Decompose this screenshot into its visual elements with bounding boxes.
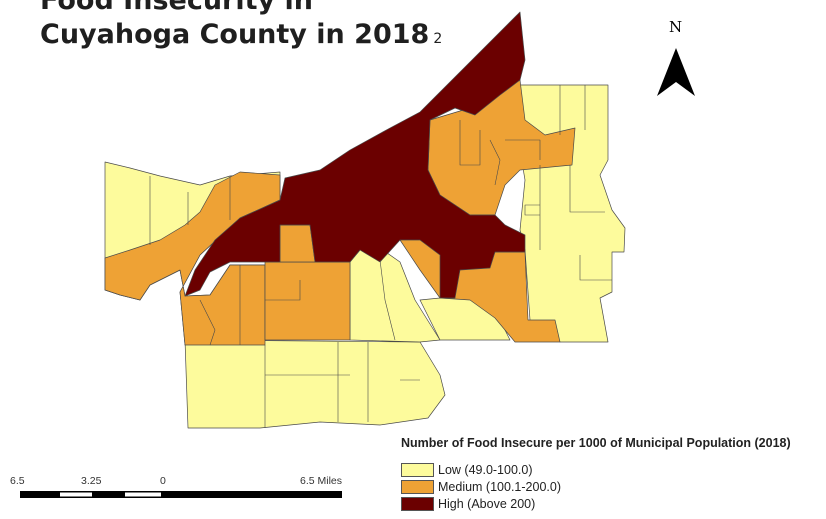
north-label: N (669, 18, 683, 36)
legend-swatch-medium (401, 479, 434, 494)
legend-item-medium: Medium (100.1-200.0) (401, 478, 791, 495)
north-arrow-icon (657, 48, 695, 96)
legend-title: Number of Food Insecure per 1000 of Muni… (401, 436, 791, 450)
legend-item-high: High (Above 200) (401, 495, 791, 512)
boundary-lines (149, 85, 612, 428)
legend-label-high: High (Above 200) (438, 496, 536, 511)
region-cleveland (184, 11, 526, 299)
region-southwest (184, 339, 446, 429)
map-title: Food Insecurity in Cuyahoga County in 201… (40, 0, 442, 52)
region-center-orange (279, 224, 316, 263)
title-line-1: Food Insecurity in (40, 0, 314, 16)
title-footnote: 2 (433, 31, 443, 47)
region-east (519, 84, 626, 343)
legend-swatch-high (401, 496, 434, 511)
title-line-2: Cuyahoga County in 2018 (40, 19, 430, 50)
region-west-orange (104, 171, 281, 346)
region-parma-area (264, 261, 351, 341)
legend-label-medium: Medium (100.1-200.0) (438, 479, 561, 494)
legend: Number of Food Insecure per 1000 of Muni… (401, 436, 791, 512)
legend-item-low: Low (49.0-100.0) (401, 461, 791, 478)
legend-swatch-low (401, 462, 434, 477)
legend-label-low: Low (49.0-100.0) (438, 462, 533, 477)
